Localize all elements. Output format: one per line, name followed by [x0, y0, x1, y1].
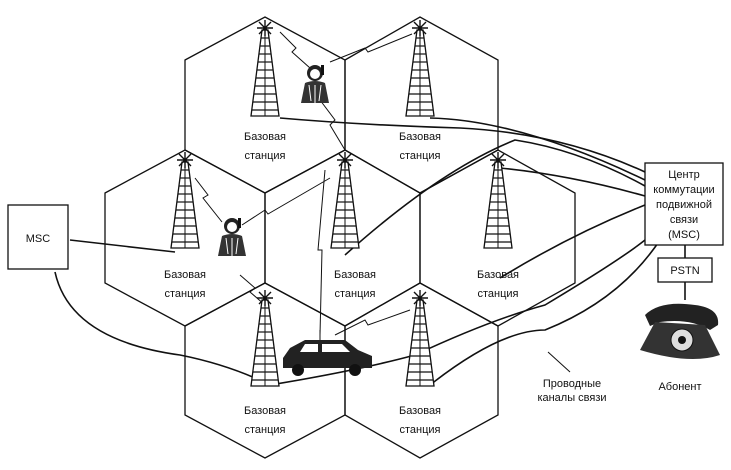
cell-label-line1: Базовая — [244, 405, 286, 417]
cell-label: Базовая станция — [244, 405, 286, 436]
cell-label-line2: станция — [477, 288, 518, 300]
cell-label-line2: станция — [399, 150, 440, 162]
msc-center-line: (MSC) — [668, 229, 700, 241]
cell-label: Базовая станция — [399, 405, 441, 436]
cell-label: Базовая станция — [164, 269, 206, 300]
mobile-user-icon — [217, 217, 247, 257]
wired-channels-label-line1: Проводные — [543, 378, 601, 390]
cell-label-line2: станция — [164, 288, 205, 300]
radio-tower-icon — [483, 151, 513, 249]
subscriber-label: Абонент — [658, 381, 701, 393]
wired-channels-label-line2: каналы связи — [537, 392, 606, 404]
wired-links — [54, 117, 686, 386]
cell-label-line2: станция — [244, 424, 285, 436]
cell-label-line2: станция — [399, 424, 440, 436]
cell-label: Базовая станция — [244, 131, 286, 162]
cell-label-line1: Базовая — [477, 269, 519, 281]
radio-tower-icon — [170, 151, 200, 249]
car-icon — [283, 330, 372, 376]
pstn-label: PSTN — [670, 265, 699, 277]
cell-label-line2: станция — [334, 288, 375, 300]
msc-center-box: Центр коммутации подвижной связи (MSC) — [644, 162, 724, 246]
cell-label-line1: Базовая — [399, 131, 441, 143]
radio-tower-icon — [250, 19, 280, 117]
radio-tower-icon — [330, 151, 360, 249]
msc-center-line: Центр — [668, 169, 700, 181]
pstn-box: PSTN — [657, 257, 713, 283]
cell-hex — [344, 282, 499, 459]
cell-label: Базовая станция — [399, 131, 441, 162]
radio-tower-icon — [405, 289, 435, 387]
cell-label: Базовая станция — [334, 269, 376, 300]
mobile-user-icon — [300, 64, 330, 104]
cell-label-line1: Базовая — [244, 131, 286, 143]
radio-links — [194, 31, 413, 336]
radio-tower-icon — [250, 289, 280, 387]
msc-center-line: связи — [670, 214, 698, 226]
cell-label-line1: Базовая — [164, 269, 206, 281]
cell-label-line1: Базовая — [334, 269, 376, 281]
telephone-icon — [640, 303, 720, 359]
cell-label-line1: Базовая — [399, 405, 441, 417]
cell-label-line2: станция — [244, 150, 285, 162]
msc-left-label: MSC — [26, 233, 51, 245]
cell-label: Базовая станция — [477, 269, 519, 300]
msc-center-line: коммутации — [653, 184, 714, 196]
msc-left-box: MSC — [7, 204, 69, 270]
msc-center-line: подвижной — [656, 199, 712, 211]
